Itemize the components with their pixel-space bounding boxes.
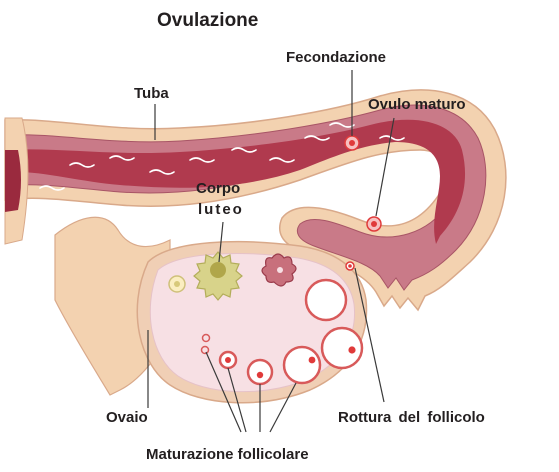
label-luteo: luteo: [198, 202, 244, 217]
label-ovaio: Ovaio: [106, 410, 148, 425]
label-rottura: Rottura del follicolo: [338, 410, 485, 425]
label-ovulo-maturo: Ovulo maturo: [368, 97, 466, 112]
ruptured-follicle: [262, 254, 296, 286]
diagram-title: Ovulazione: [157, 11, 258, 30]
mature-ovum-released: [346, 262, 354, 270]
primary-follicle: [169, 276, 185, 292]
ovum-in-tube: [367, 217, 381, 231]
label-maturazione: Maturazione follicolare: [146, 447, 309, 462]
fertilized-ovum: [345, 136, 359, 150]
label-fecondazione: Fecondazione: [286, 50, 386, 65]
label-corpo: Corpo: [196, 181, 240, 196]
label-tuba: Tuba: [134, 86, 169, 101]
